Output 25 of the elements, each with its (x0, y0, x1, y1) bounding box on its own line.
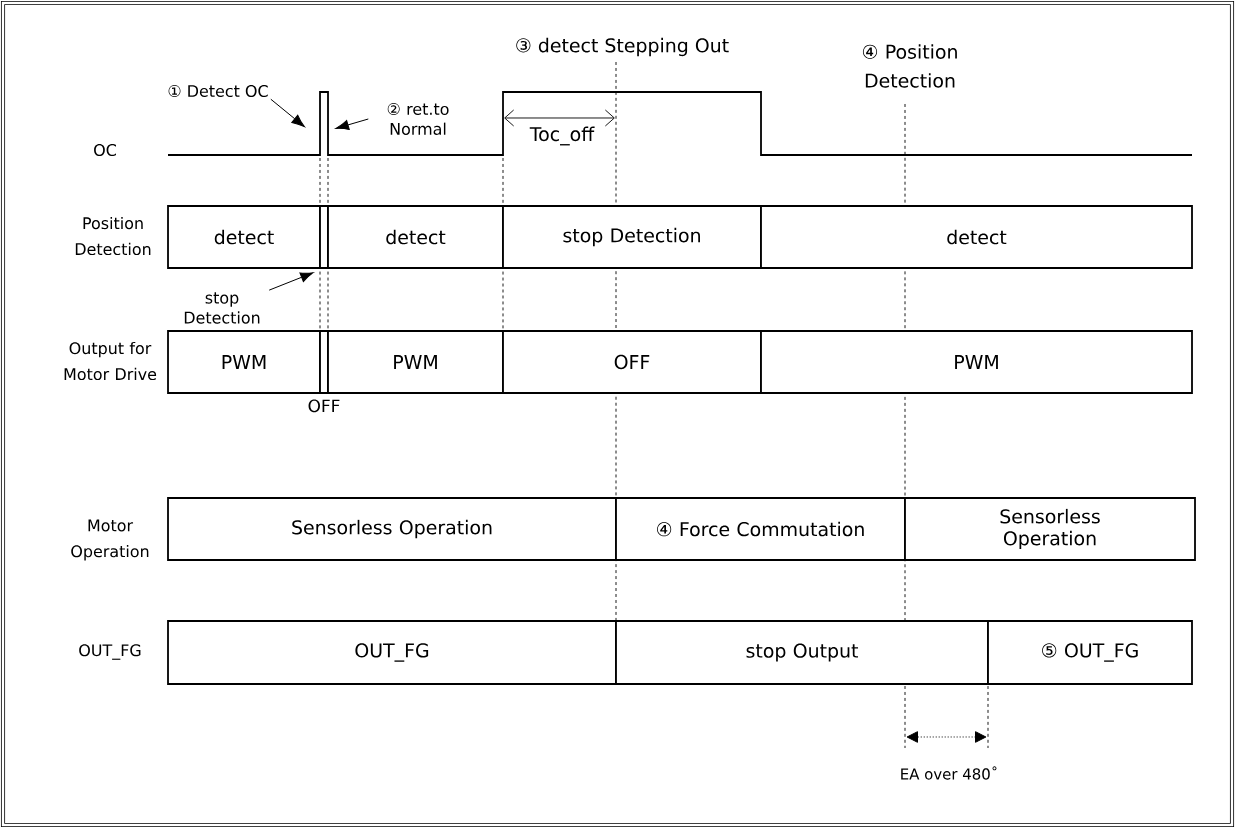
event-label: ④ Position Detection (862, 44, 957, 88)
segment-box: stop Output (615, 620, 989, 685)
row-label: Motor Operation (71, 519, 149, 561)
segment-box: Sensorless Operation (904, 497, 1196, 561)
segment-box: stop Detection (502, 205, 762, 269)
leader-arrow (268, 272, 314, 291)
leader-arrow (270, 98, 305, 128)
row-label: OUT_FG (79, 644, 141, 660)
annotation-text: stop Detection (184, 292, 260, 324)
event-label: ③ detect Stepping Out (516, 37, 729, 57)
segment-box: PWM (760, 330, 1193, 394)
segment-box: OUT_FG (167, 620, 617, 685)
node-label: OFF (308, 399, 340, 413)
row-label: OC (94, 143, 116, 156)
annotation-text: ② ret.to Normal (387, 103, 449, 135)
segment-box: ⑤ OUT_FG (987, 620, 1193, 685)
annotation-text: ① Detect OC (168, 84, 268, 97)
dimension-label: Toc_off (529, 126, 595, 146)
segment-box: Sensorless Operation (167, 497, 617, 561)
segment-box: ④ Force Commutation (615, 497, 906, 561)
leader-arrow (335, 118, 369, 130)
dimension-label: EA over 480˚ (901, 766, 997, 780)
row-label: Position Detection (75, 216, 151, 256)
segment-box: OFF (502, 330, 762, 394)
segment-box: detect (760, 205, 1193, 269)
